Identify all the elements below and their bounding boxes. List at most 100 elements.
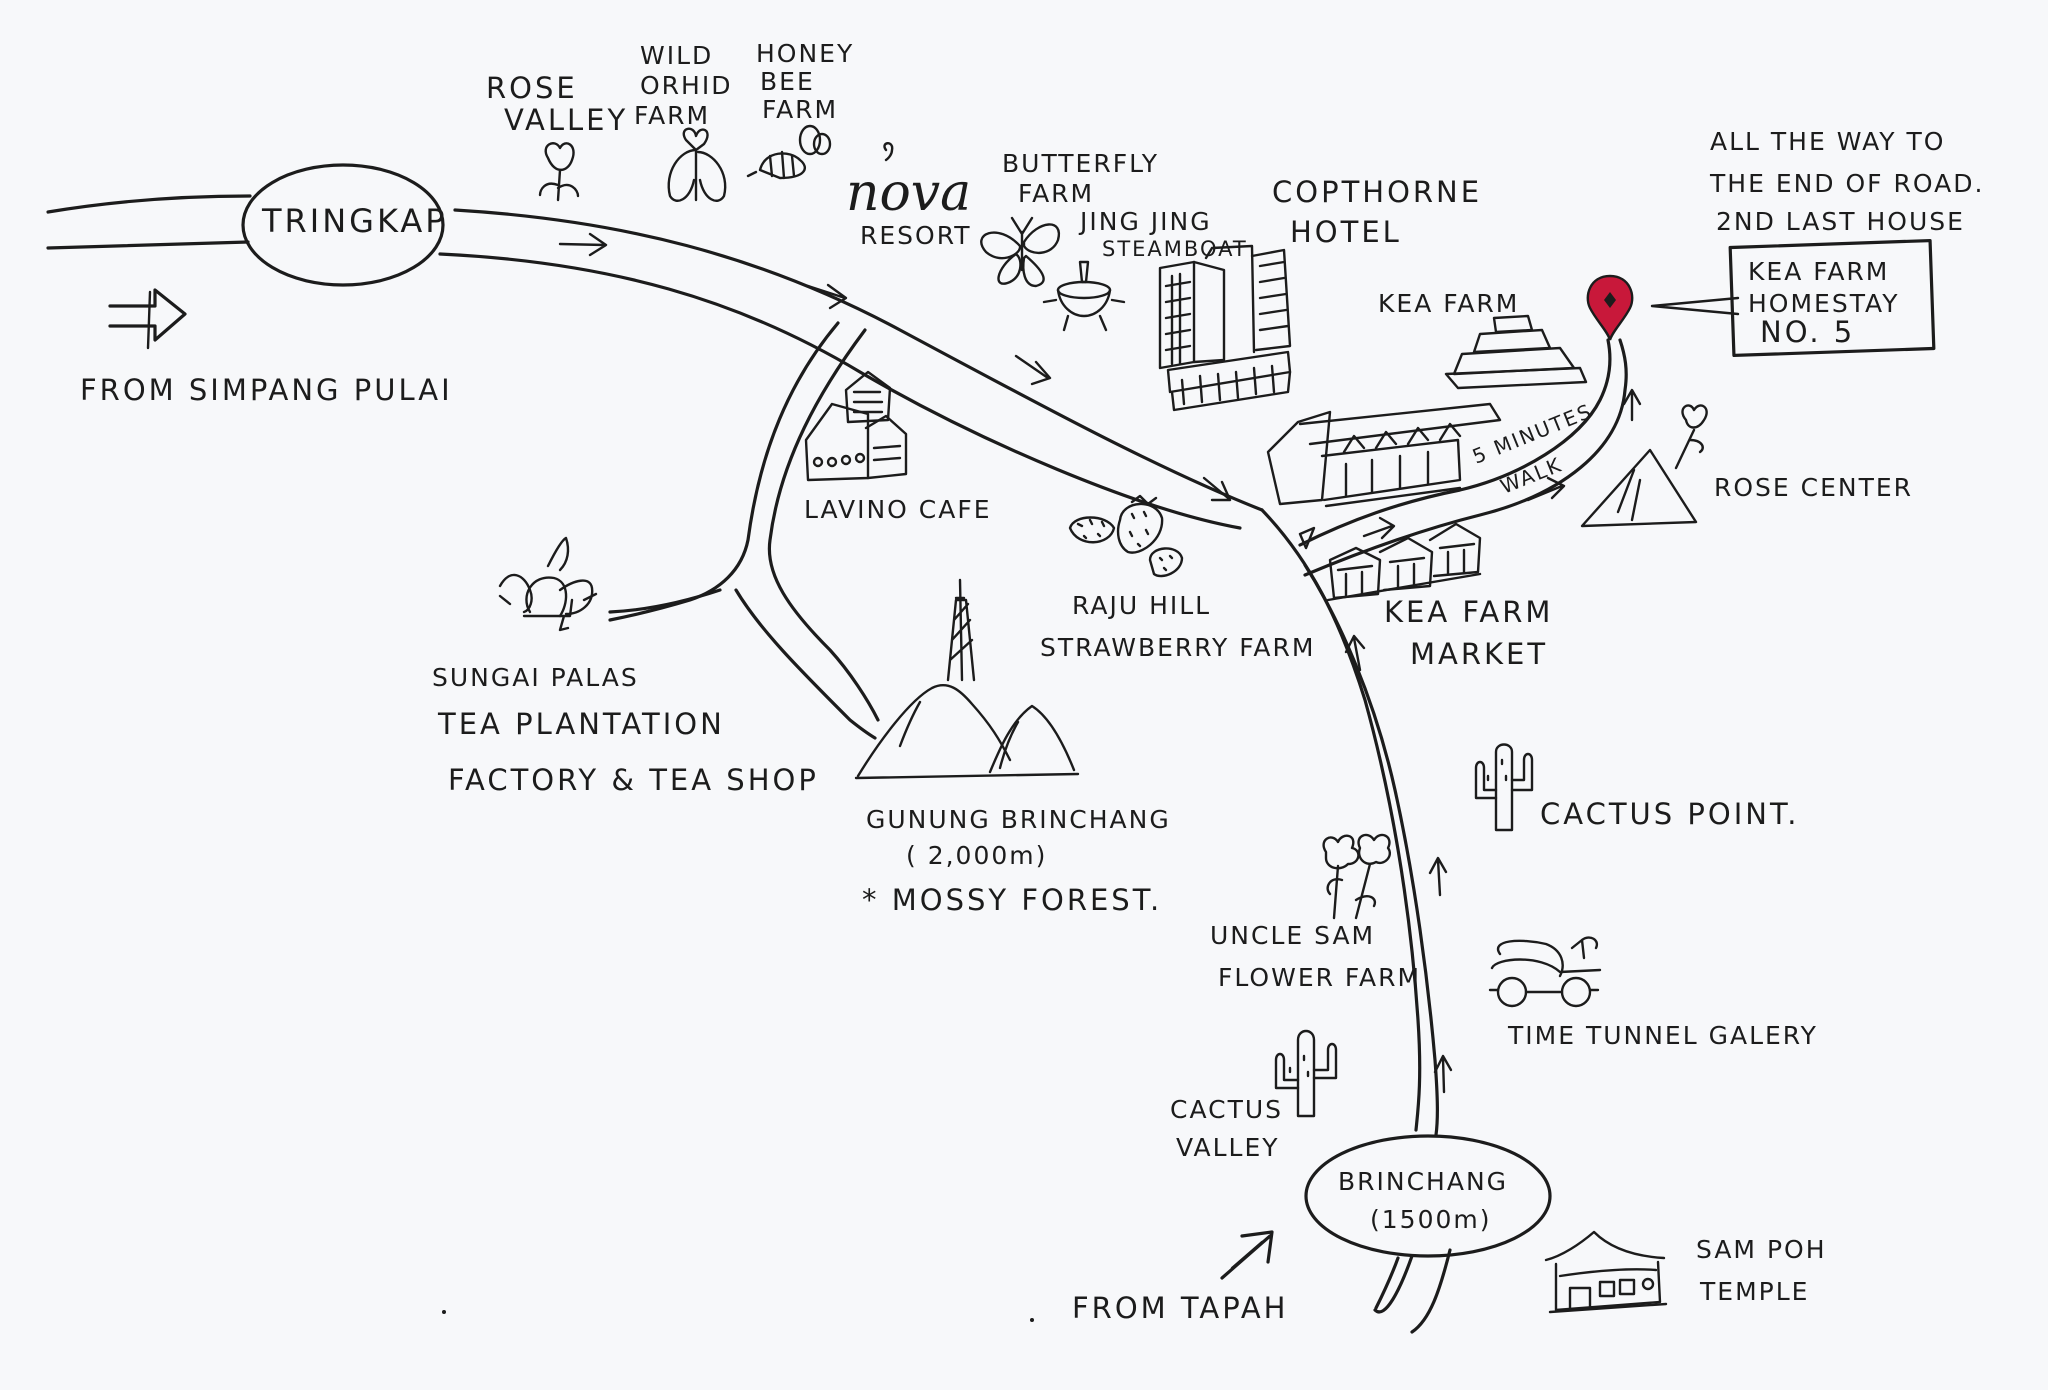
arrow-right-icon: [558, 232, 608, 257]
pen-marks: [442, 1310, 1034, 1322]
honey-bee-label-1: HONEY: [756, 39, 854, 68]
market-stalls-icon: [1326, 522, 1482, 602]
arrow-up-icon: [1428, 856, 1448, 897]
wild-orchid-label-2: ORHID: [640, 71, 732, 100]
raju-hill-line-2: STRAWBERRY FARM: [1040, 633, 1315, 662]
nova-resort: nova RESORT: [846, 142, 972, 250]
directions-line-3: 2ND LAST HOUSE: [1716, 207, 1965, 236]
homestay-box-line-2: HOMESTAY: [1748, 289, 1899, 318]
orchid-icon: [667, 127, 727, 202]
rose-valley-label-2: VALLEY: [504, 103, 628, 137]
butterfly-label-2: FARM: [1018, 179, 1094, 208]
copthorne-hotel: COPTHORNE HOTEL: [1158, 175, 1482, 412]
hotel-building-icon: [1158, 244, 1292, 412]
temple-icon: [1544, 1230, 1668, 1314]
kea-farm-label: KEA FARM: [1378, 289, 1519, 318]
copthorne-label-1: COPTHORNE: [1272, 175, 1482, 209]
arrow-right-icon: [1202, 476, 1232, 502]
homestay-info: ALL THE WAY TO THE END OF ROAD. 2ND LAST…: [1586, 127, 1984, 358]
uncle-sam-line-2: FLOWER FARM: [1218, 963, 1421, 992]
cafe-building-icon: [804, 370, 908, 482]
mountain-tower-icon: [854, 578, 1080, 780]
direction-arrows: [108, 232, 1642, 1280]
butterfly-icon: [980, 216, 1061, 288]
kea-farm-market: KEA FARM MARKET: [1326, 522, 1553, 671]
terraced-hill-icon: [1444, 314, 1588, 390]
arrow-right-icon: [1526, 476, 1566, 502]
tringkap-roundabout: [241, 163, 445, 287]
honey-bee-label-2: BEE: [760, 67, 815, 96]
arrow-up-icon: [1622, 388, 1642, 422]
directions-line-1: ALL THE WAY TO: [1710, 127, 1945, 156]
cactus-point: CACTUS POINT.: [1474, 743, 1799, 832]
tringkap-label: TRINGKAP: [261, 202, 448, 240]
sungai-palas: SUNGAI PALAS TEA PLANTATION FACTORY & TE…: [432, 536, 816, 797]
wild-orchid-label-3: FARM: [634, 101, 710, 130]
honey-bee-farm: HONEY BEE FARM: [746, 39, 854, 180]
sam-poh-line-1: SAM POH: [1696, 1235, 1827, 1264]
brinchang-label-2: (1500m): [1370, 1205, 1491, 1234]
from-tapah-label: FROM TAPAH: [1072, 1291, 1288, 1325]
bee-icon: [746, 124, 832, 180]
arrow-up-right-icon: [1220, 1230, 1274, 1280]
jing-jing-steamboat: JING JING STEAMBOAT: [1042, 207, 1248, 332]
jing-jing-label-2: STEAMBOAT: [1102, 237, 1248, 261]
walk-label-2: WALK: [1497, 452, 1566, 498]
roads: [46, 163, 1628, 1334]
sungai-palas-line-1: SUNGAI PALAS: [432, 663, 639, 692]
rose-center: ROSE CENTER: [1580, 404, 1913, 528]
time-tunnel-galery: TIME TUNNEL GALERY: [1488, 936, 1816, 1050]
scooter-icon: [1488, 936, 1602, 1008]
flowers-icon: [1322, 833, 1391, 920]
from-simpang-pulai-label: FROM SIMPANG PULAI: [80, 373, 453, 407]
sam-poh-temple: SAM POH TEMPLE: [1544, 1230, 1827, 1314]
lavino-cafe: LAVINO CAFE: [804, 370, 990, 524]
gunung-line-1: GUNUNG BRINCHANG: [866, 805, 1171, 834]
nova-logo-text: nova: [846, 163, 971, 223]
rose-valley: ROSE VALLEY: [486, 71, 628, 202]
uncle-sam-flower-farm: UNCLE SAM FLOWER FARM: [1210, 833, 1421, 992]
map-pin-icon[interactable]: [1586, 274, 1634, 341]
cactus-icon: [1274, 1029, 1338, 1118]
cactus-point-label: CACTUS POINT.: [1540, 797, 1799, 831]
butterfly-farm: BUTTERFLY FARM: [980, 149, 1159, 288]
brinchang-roundabout: [1304, 1134, 1552, 1258]
homestay-box-line-3: NO. 5: [1760, 315, 1855, 349]
tea-plant-icon: [498, 536, 598, 632]
arrow-right-icon: [806, 283, 848, 310]
butterfly-label-1: BUTTERFLY: [1002, 149, 1159, 178]
rose-center-label: ROSE CENTER: [1714, 473, 1913, 502]
arrow-right-outline-icon: [108, 288, 187, 350]
kea-farm: KEA FARM: [1378, 289, 1588, 390]
gunung-line-3: * MOSSY FOREST.: [862, 883, 1162, 917]
nova-logo: nova: [846, 142, 971, 223]
kea-market-line-2: MARKET: [1410, 637, 1548, 671]
rose-valley-label-1: ROSE: [486, 71, 578, 105]
rose-center-icon: [1580, 404, 1708, 528]
sungai-palas-line-2: TEA PLANTATION: [437, 707, 725, 741]
directions-line-2: THE END OF ROAD.: [1709, 169, 1984, 198]
homestay-box-line-1: KEA FARM: [1748, 257, 1889, 286]
raju-hill: RAJU HILL STRAWBERRY FARM: [1040, 494, 1315, 662]
arrow-right-icon: [1014, 354, 1052, 386]
kea-market-line-1: KEA FARM: [1384, 595, 1553, 629]
kea-farm-building: 5 MINUTES WALK: [1266, 399, 1596, 550]
gunung-brinchang: GUNUNG BRINCHANG ( 2,000m) * MOSSY FORES…: [854, 578, 1171, 917]
cactus-valley-line-1: CACTUS: [1170, 1095, 1283, 1124]
arrow-up-icon: [1433, 1054, 1453, 1094]
rose-icon: [538, 142, 580, 202]
honey-bee-label-3: FARM: [762, 95, 838, 124]
wild-orchid-label-1: WILD: [640, 41, 713, 70]
homestay-box: [1728, 238, 1936, 358]
cactus-valley: CACTUS VALLEY: [1170, 1029, 1338, 1162]
raju-hill-line-1: RAJU HILL: [1072, 591, 1211, 620]
arrow-up-icon: [1344, 634, 1366, 672]
uncle-sam-line-1: UNCLE SAM: [1210, 921, 1375, 950]
nova-resort-label: RESORT: [860, 221, 972, 250]
copthorne-label-2: HOTEL: [1290, 215, 1402, 249]
strawberry-icon: [1068, 494, 1184, 578]
gunung-line-2: ( 2,000m): [906, 841, 1047, 870]
arrow-right-icon: [1362, 516, 1396, 540]
sam-poh-line-2: TEMPLE: [1699, 1277, 1809, 1306]
